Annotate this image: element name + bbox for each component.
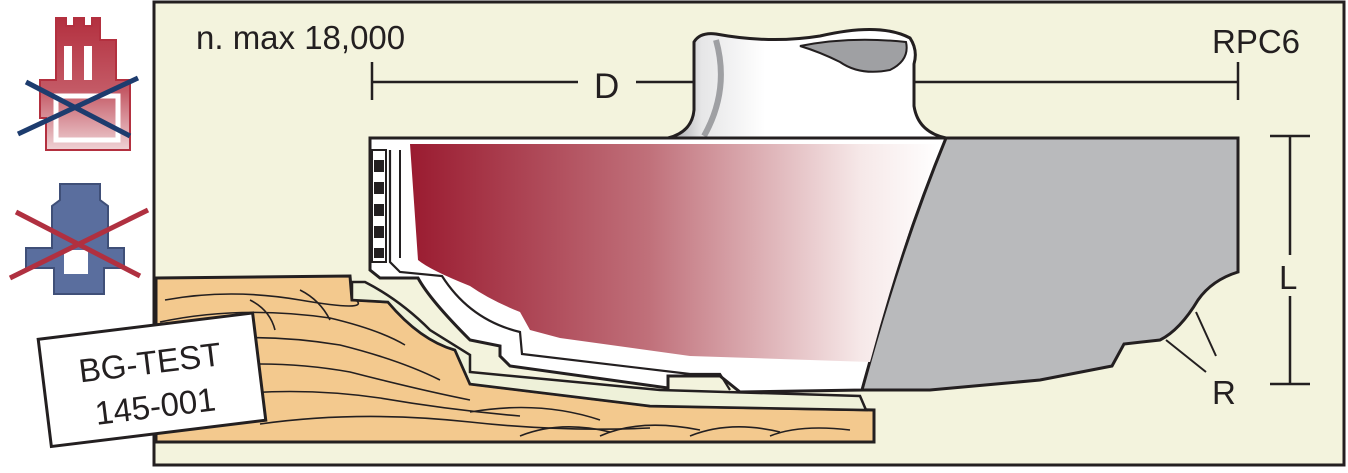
- dimension-d: [370, 62, 1240, 100]
- diameter-label: D: [594, 67, 619, 106]
- model-label: RPC6: [1212, 23, 1300, 60]
- hand-router-not-allowed-icon: [8, 183, 150, 295]
- dimension-l: [1270, 134, 1310, 386]
- max-speed-label: n. max 18,000: [196, 19, 405, 56]
- insert-edge: [388, 150, 731, 391]
- radius-leaders: [1165, 311, 1217, 373]
- carbide-insert: [410, 144, 940, 362]
- shank: [667, 28, 947, 140]
- radius-label: R: [1212, 374, 1236, 411]
- cutter-body: [860, 136, 1240, 392]
- length-label: L: [1279, 259, 1297, 296]
- chip-breaker: [371, 149, 387, 263]
- cert-badge: BG-TEST 145-001: [36, 311, 268, 449]
- cut-profile: [350, 280, 868, 412]
- hand-feed-machine-not-allowed-icon: [16, 17, 140, 151]
